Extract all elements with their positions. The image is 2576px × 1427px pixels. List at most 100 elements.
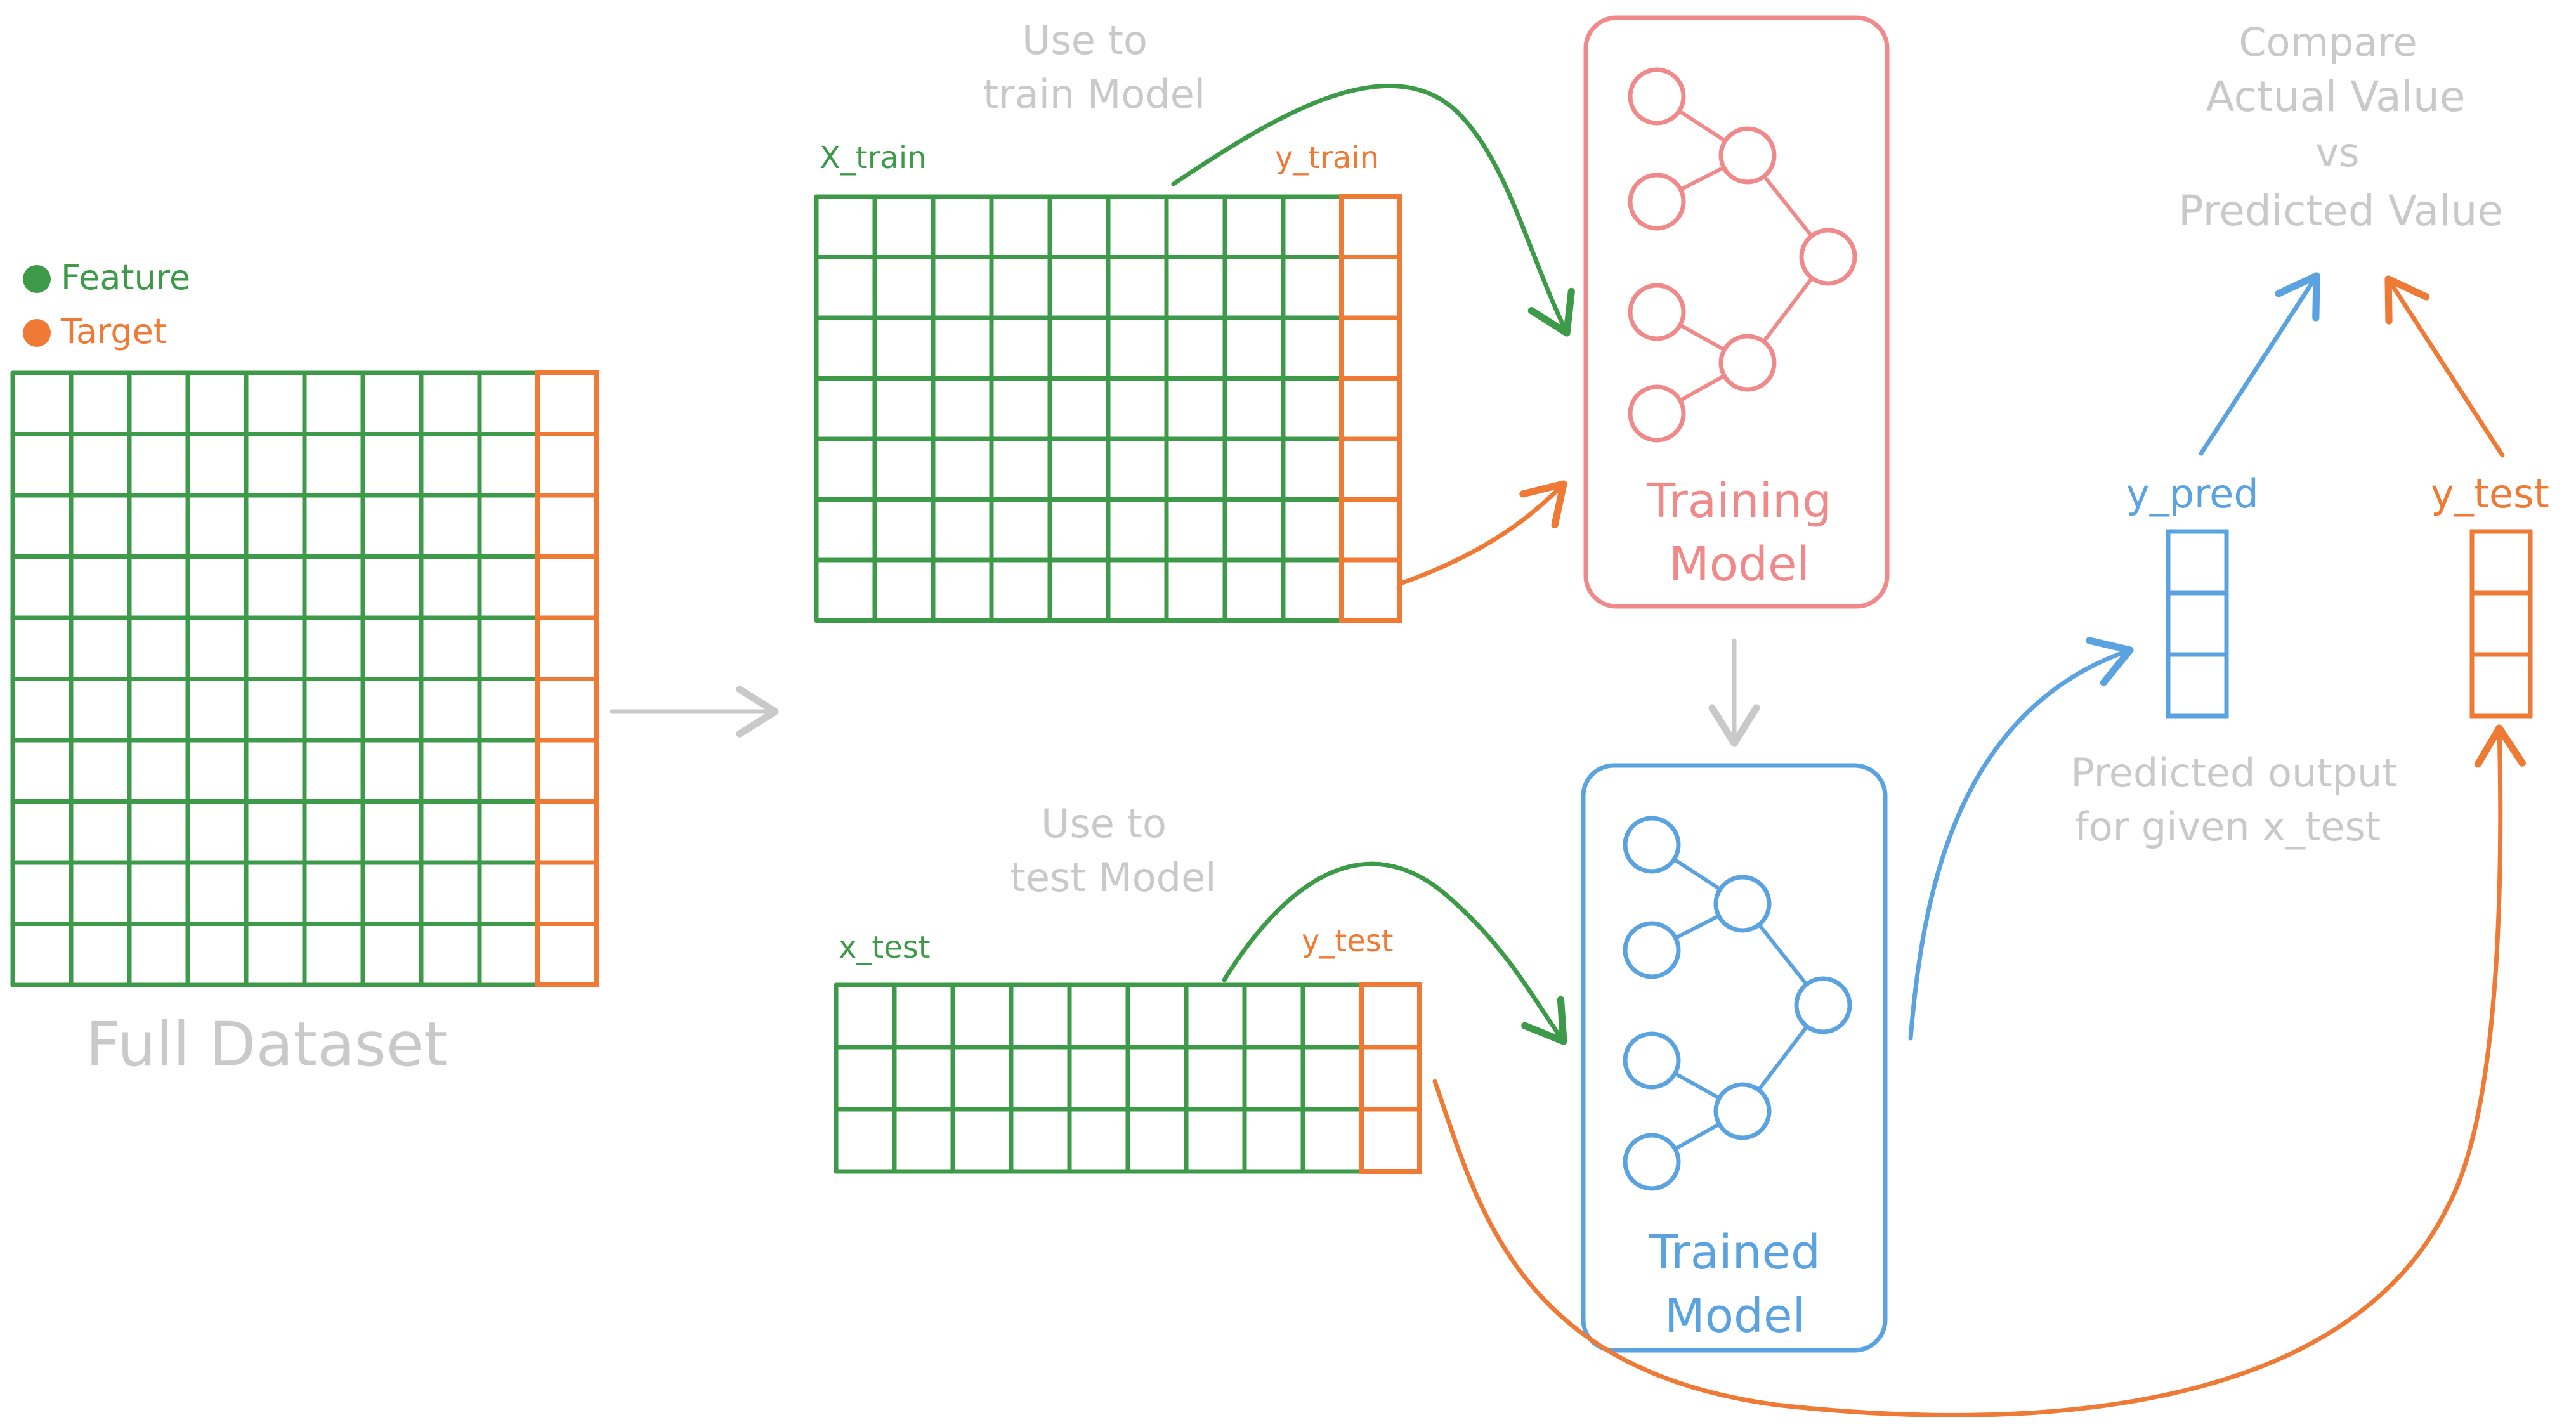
full-dataset-feature-cell xyxy=(69,738,132,804)
full-dataset-feature-cell xyxy=(360,799,424,865)
full-dataset-feature-cell xyxy=(419,370,482,436)
full-dataset-feature-cell xyxy=(185,493,249,559)
test-feature-cell xyxy=(892,1107,955,1174)
full-dataset-feature-cell xyxy=(185,738,249,804)
test-feature-cell xyxy=(1300,1107,1364,1174)
test-target-cell xyxy=(1359,982,1422,1050)
full-dataset-feature-cell xyxy=(127,615,190,681)
full-dataset-target-cell xyxy=(535,738,599,804)
full-dataset-target-cell xyxy=(535,493,599,559)
full-dataset-feature-cell xyxy=(69,554,132,620)
train-feature-cell xyxy=(872,255,936,320)
full-dataset-feature-cell xyxy=(477,860,540,926)
full-dataset-feature-cell xyxy=(69,799,132,865)
full-dataset-feature-cell xyxy=(360,738,424,804)
train-feature-cell xyxy=(931,255,994,320)
train-feature-cell xyxy=(1164,497,1227,563)
full-dataset-target-cell xyxy=(535,554,599,620)
full-dataset-feature-cell xyxy=(185,370,249,436)
full-dataset-feature-cell xyxy=(244,677,307,743)
full-dataset-feature-cell xyxy=(127,493,190,559)
full-dataset-feature-cell xyxy=(360,432,424,498)
train-feature-cell xyxy=(814,315,877,381)
full-dataset-feature-cell xyxy=(69,922,132,987)
full-dataset-feature-cell xyxy=(69,432,132,498)
network-node xyxy=(1628,283,1686,341)
full-dataset-feature-cell xyxy=(244,860,307,926)
test-feature-cell xyxy=(892,1045,955,1112)
full-dataset-feature-cell xyxy=(302,922,365,987)
test-feature-cell xyxy=(1184,1045,1247,1112)
full-dataset-target-cell xyxy=(535,799,599,865)
x-train-label: X_train xyxy=(820,140,927,176)
compare-line1: Compare xyxy=(2239,19,2417,65)
full-dataset-feature-cell xyxy=(69,370,132,436)
train-feature-cell xyxy=(814,194,877,259)
full-dataset-feature-cell xyxy=(477,615,540,681)
train-feature-cell xyxy=(1222,557,1286,623)
network-node xyxy=(1794,976,1852,1034)
full-dataset-grid xyxy=(10,370,599,987)
train-feature-cell xyxy=(872,436,936,502)
train-feature-cell xyxy=(1047,557,1111,623)
full-dataset-feature-cell xyxy=(477,922,540,987)
full-dataset-target-cell xyxy=(535,860,599,926)
network-node xyxy=(1628,67,1686,126)
train-feature-cell xyxy=(872,557,936,623)
pred-to-compare-arrow xyxy=(2199,272,2320,456)
full-dataset-feature-cell xyxy=(360,615,424,681)
x-test-label: x_test xyxy=(839,930,931,965)
full-dataset-feature-cell xyxy=(10,860,74,926)
full-dataset-feature-cell xyxy=(477,677,540,743)
prediction-arrow xyxy=(1908,637,2134,1041)
full-dataset-feature-cell xyxy=(10,677,74,743)
full-dataset-feature-cell xyxy=(302,677,365,743)
train-feature-cell xyxy=(1164,255,1227,320)
full-dataset-feature-cell xyxy=(10,799,74,865)
full-dataset-feature-cell xyxy=(302,554,365,620)
compare-line4: Predicted Value xyxy=(2178,186,2503,235)
y-test-label: y_test xyxy=(1302,923,1394,959)
full-dataset-feature-cell xyxy=(477,370,540,436)
full-dataset-feature-cell xyxy=(10,615,74,681)
full-dataset-feature-cell xyxy=(302,615,365,681)
train-feature-cell xyxy=(931,315,994,381)
full-dataset-feature-cell xyxy=(127,554,190,620)
train-target-cell xyxy=(1339,255,1402,320)
test-target-cell xyxy=(1359,1107,1422,1174)
full-dataset-feature-cell xyxy=(244,799,307,865)
full-dataset-feature-cell xyxy=(127,860,190,926)
full-dataset-feature-cell xyxy=(244,432,307,498)
compare-note: Compare Actual Value vs Predicted Value xyxy=(2178,19,2503,235)
full-dataset-feature-cell xyxy=(185,554,249,620)
test-target-cell xyxy=(1359,1045,1422,1112)
test-feature-cell xyxy=(950,1045,1014,1112)
predicted-note-line1: Predicted output xyxy=(2070,750,2397,796)
test-feature-cell xyxy=(950,982,1014,1050)
train-feature-cell xyxy=(1281,194,1344,259)
test-feature-cell xyxy=(1242,982,1305,1050)
train-feature-cell xyxy=(931,376,994,441)
full-dataset-feature-cell xyxy=(419,615,482,681)
train-feature-cell xyxy=(989,315,1052,381)
trained-model-box: Trained Model xyxy=(1581,763,1888,1353)
y-train-arrow xyxy=(1398,480,1567,586)
train-note-line1: Use to xyxy=(1022,17,1147,63)
test-feature-cell xyxy=(1184,1107,1247,1174)
full-dataset-feature-cell xyxy=(302,860,365,926)
network-node xyxy=(1628,384,1686,443)
full-dataset-feature-cell xyxy=(419,922,482,987)
train-feature-cell xyxy=(1106,497,1169,563)
full-dataset-feature-cell xyxy=(127,738,190,804)
full-dataset-feature-cell xyxy=(419,799,482,865)
y-pred-column xyxy=(2166,529,2229,719)
train-feature-cell xyxy=(989,255,1052,320)
train-feature-cell xyxy=(814,436,877,502)
train-feature-cell xyxy=(1281,557,1344,623)
train-note-line2: train Model xyxy=(983,71,1205,117)
test-feature-cell xyxy=(1067,1107,1130,1174)
full-dataset-feature-cell xyxy=(185,922,249,987)
full-dataset-feature-cell xyxy=(127,370,190,436)
full-dataset-feature-cell xyxy=(127,799,190,865)
